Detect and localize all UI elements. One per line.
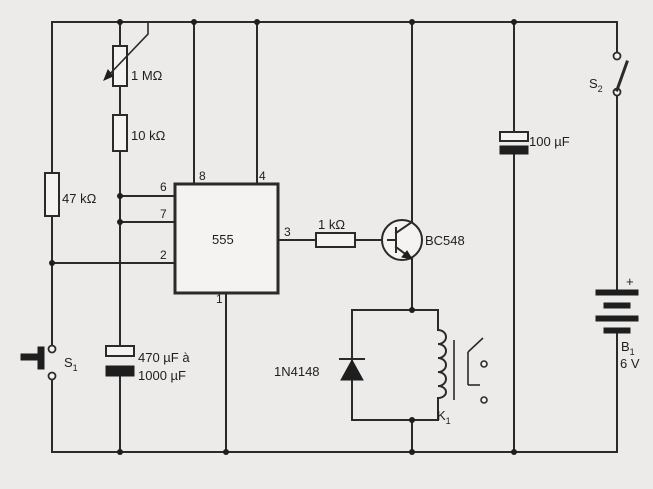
junction-dot xyxy=(409,19,415,25)
switch-s1: S1 xyxy=(20,344,78,381)
battery-voltage-label: 6 V xyxy=(620,356,640,371)
ic-555: 555 8 4 6 7 2 3 1 xyxy=(160,169,291,306)
diode-1n4148: 1N4148 xyxy=(274,358,365,381)
junction-dot xyxy=(409,307,415,313)
s1-terminal-bottom xyxy=(47,371,57,381)
pot-wiper xyxy=(105,22,149,79)
cap-small-label: 100 µF xyxy=(529,134,570,149)
capacitor-100uf: 100 µF xyxy=(499,131,570,155)
wires xyxy=(51,21,618,453)
s1-plunger xyxy=(37,346,45,370)
battery-plus-label: + xyxy=(626,274,634,289)
emitter-arrow-icon xyxy=(401,250,414,260)
relay-coil-icon xyxy=(436,328,447,400)
battery-b1: + B1 6 V xyxy=(595,274,640,371)
pin-2-label: 2 xyxy=(160,248,167,262)
transistor-label: BC548 xyxy=(425,233,465,248)
s2-label: S2 xyxy=(589,76,603,94)
s2-terminal-top xyxy=(612,51,622,61)
loop-left-wire xyxy=(351,309,439,421)
resistor-10k-label: 10 kΩ xyxy=(131,128,166,143)
battery-label: B1 xyxy=(621,339,635,357)
junctions xyxy=(49,19,517,455)
pot-arrow-icon xyxy=(103,69,114,81)
pin-8-label: 8 xyxy=(199,169,206,183)
junction-dot xyxy=(223,449,229,455)
transistor-bc548: BC548 xyxy=(381,219,465,261)
pot-body xyxy=(112,45,128,87)
pin-4-label: 4 xyxy=(259,169,266,183)
s2-lever-icon xyxy=(615,60,629,92)
junction-dot xyxy=(191,19,197,25)
relay-contact-arm xyxy=(467,337,484,353)
switch-s2: S2 xyxy=(589,51,629,97)
junction-dot xyxy=(511,19,517,25)
resistor-10k-body xyxy=(112,114,128,152)
relay-contact-terminal xyxy=(480,360,488,368)
junction-dot xyxy=(117,219,123,225)
battery-plate-long xyxy=(595,315,639,322)
transistor-body xyxy=(381,219,423,261)
diode-triangle-icon xyxy=(340,358,364,381)
junction-dot xyxy=(117,19,123,25)
junction-dot xyxy=(409,449,415,455)
cap-big-plate-positive xyxy=(105,345,135,357)
junction-dot xyxy=(117,193,123,199)
resistor-10kohm: 10 kΩ xyxy=(112,114,166,152)
junction-dot xyxy=(409,417,415,423)
ic-555-label: 555 xyxy=(212,232,234,247)
cap-big-plate-negative xyxy=(105,365,135,377)
battery-plate-short xyxy=(603,302,631,309)
cap-big-label-1: 470 µF à xyxy=(138,350,190,365)
pin-3-label: 3 xyxy=(284,225,291,239)
s1-terminal-top xyxy=(47,344,57,354)
relay-contact-terminal xyxy=(480,396,488,404)
capacitor-470uf: 470 µF à 1000 µF xyxy=(105,345,190,383)
battery-plate-long xyxy=(595,289,639,296)
pin-1-label: 1 xyxy=(216,292,223,306)
resistor-1kohm: 1 kΩ xyxy=(315,217,356,248)
resistor-1k-body xyxy=(315,232,356,248)
relay-label: K1 xyxy=(437,408,451,426)
s1-label: S1 xyxy=(64,355,78,373)
pin-7-label: 7 xyxy=(160,207,167,221)
relay-k1: K1 xyxy=(436,328,488,426)
cap-big-label-2: 1000 µF xyxy=(138,368,186,383)
resistor-47kohm: 47 kΩ xyxy=(44,172,97,217)
transistor-collector-lead xyxy=(394,220,414,235)
diode-label: 1N4148 xyxy=(274,364,320,379)
cap-small-plate-positive xyxy=(499,131,529,142)
resistor-1k-label: 1 kΩ xyxy=(318,217,345,232)
pot-label: 1 MΩ xyxy=(131,68,163,83)
junction-dot xyxy=(254,19,260,25)
pin-6-label: 6 xyxy=(160,180,167,194)
potentiometer-1mohm: 1 MΩ xyxy=(103,22,163,87)
battery-plate-short xyxy=(603,327,631,334)
cap-small-plate-negative xyxy=(499,145,529,155)
junction-dot xyxy=(49,260,55,266)
junction-dot xyxy=(511,449,517,455)
resistor-47k-body xyxy=(44,172,60,217)
junction-dot xyxy=(117,449,123,455)
ic-555-body xyxy=(173,182,280,295)
resistor-47k-label: 47 kΩ xyxy=(62,191,97,206)
